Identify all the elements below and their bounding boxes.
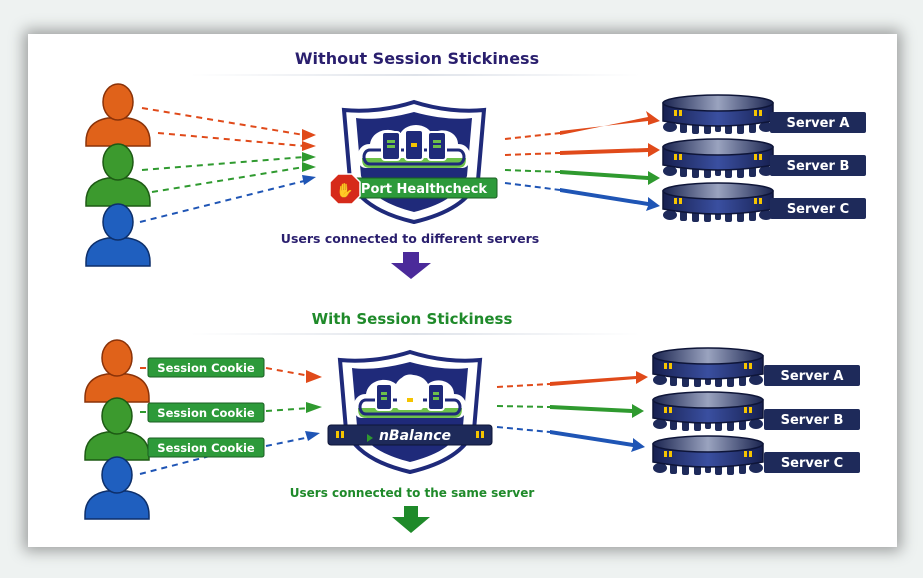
load-balancer-shield-top: [342, 100, 486, 224]
server-a-label-bottom: Server A: [781, 369, 844, 384]
server-icon-b-bottom: [652, 391, 764, 432]
server-icon-c-top: [662, 182, 774, 223]
lock-icon: [400, 374, 420, 388]
server-icon-a-top: [662, 94, 774, 135]
session-cookie-badge-2: Session Cookie: [147, 402, 265, 423]
top-section-title: Without Session Stickiness: [295, 49, 539, 68]
user-icon-blue: [85, 203, 151, 267]
user-icon-orange: [85, 83, 151, 147]
down-arrow-icon-purple: [391, 252, 431, 279]
server-a-label-box-bottom: [764, 365, 860, 386]
nbalance-led-right: [476, 431, 479, 438]
bottom-user-connections: [139, 367, 311, 475]
bottom-section-title: With Session Stickiness: [312, 310, 513, 328]
session-cookie-label-1: Session Cookie: [157, 361, 255, 375]
server-b-label-box-top: [770, 155, 866, 176]
bottom-server-arrows: [496, 371, 648, 452]
play-icon: [367, 434, 373, 442]
bottom-caption: Users connected to the same server: [290, 486, 535, 500]
server-a-label-top: Server A: [787, 116, 850, 131]
server-b-label-box-bottom: [764, 409, 860, 430]
top-title-underline: [190, 74, 640, 76]
server-b-label-bottom: Server B: [781, 413, 844, 428]
user-icon-green-bottom: [84, 397, 150, 461]
top-server-arrows: [504, 111, 660, 211]
stop-hand-glyph: ✋: [336, 182, 353, 199]
stop-hand-icon: [329, 173, 361, 205]
server-b-label-top: Server B: [787, 159, 850, 174]
server-icon-a-bottom: [652, 347, 764, 388]
server-c-label-box-bottom: [764, 452, 860, 473]
session-cookie-label-2: Session Cookie: [157, 406, 255, 420]
nbalance-led-right-2: [481, 431, 484, 438]
top-caption: Users connected to different servers: [281, 231, 539, 246]
session-cookie-badge-1: Session Cookie: [147, 357, 265, 378]
server-a-label-box-top: [770, 112, 866, 133]
load-balancer-shield-bottom: [338, 350, 482, 474]
top-user-connections: [139, 107, 305, 223]
user-icon-blue-bottom: [84, 456, 150, 520]
server-icon-b-top: [662, 138, 774, 179]
server-c-label-box-top: [770, 198, 866, 219]
session-cookie-label-3: Session Cookie: [157, 441, 255, 455]
nbalance-led-left-2: [341, 431, 344, 438]
user-icon-green: [85, 143, 151, 207]
server-icon-c-bottom: [652, 435, 764, 476]
port-healthcheck-label: Port Healthcheck: [361, 182, 487, 197]
bottom-title-underline: [190, 333, 640, 335]
server-c-label-bottom: Server C: [781, 456, 843, 471]
session-cookie-badge-3: Session Cookie: [147, 437, 265, 458]
bottom-user-arrowheads: [305, 370, 322, 441]
down-arrow-icon-green: [392, 506, 430, 533]
top-user-arrowheads: [302, 129, 316, 185]
server-c-label-top: Server C: [787, 202, 849, 217]
user-icon-orange-bottom: [84, 339, 150, 403]
nbalance-led-left: [336, 431, 339, 438]
nbalance-label: nBalance: [379, 428, 451, 444]
